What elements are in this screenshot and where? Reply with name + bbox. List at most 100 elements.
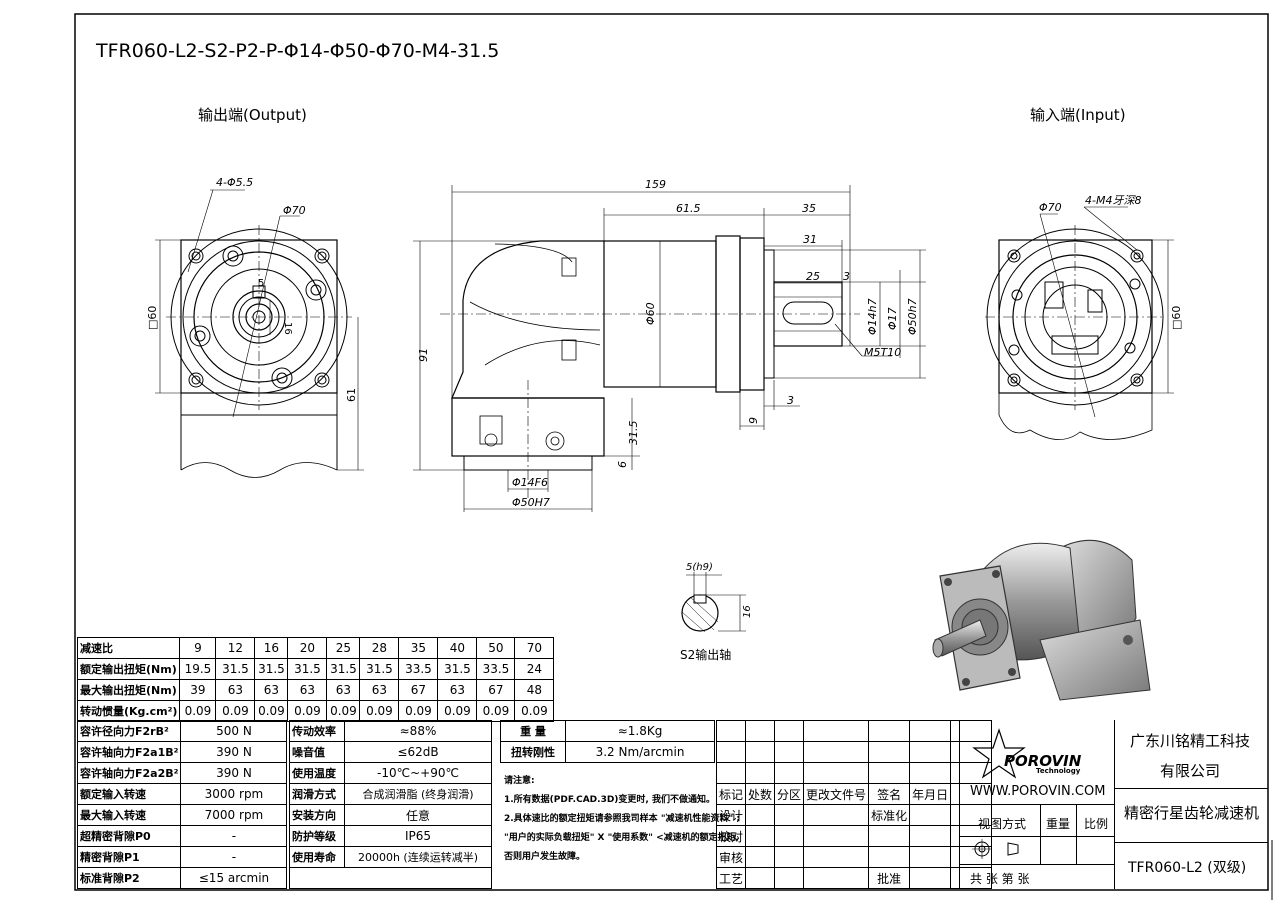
spec-label: 使用温度 <box>289 762 345 784</box>
company-name-line1: 广东川铭精工科技 <box>1130 732 1251 750</box>
table-cell: 20 <box>287 637 328 659</box>
logo-subtext: Technology <box>1036 767 1081 775</box>
dim-35: 35 <box>802 202 816 215</box>
approve-label: 批准 <box>868 867 911 889</box>
spec-label: 防护等级 <box>289 825 345 847</box>
spec-value: 合成润滑脂 (终身润滑) <box>344 783 492 805</box>
note-line: 1.所有数据(PDF.CAD.3D)变更时, 我们不做通知。 <box>504 795 715 805</box>
table-row: 校对 <box>715 825 993 847</box>
input-view-label: 输入端(Input) <box>1030 106 1126 124</box>
table-row: 精密背隙P1- <box>76 846 288 868</box>
spec-value: 任意 <box>344 804 492 826</box>
table-cell: 31.5 <box>287 658 328 680</box>
ratio-table: 减速比 9 12 16 20 25 28 35 40 50 70 额定输出扭矩(… <box>76 637 555 722</box>
dim-m4: 4-M4牙深8 <box>1085 194 1141 207</box>
dim-91: 91 <box>417 348 430 362</box>
table-cell: 减速比 <box>76 637 181 659</box>
revision-row-label: 审核 <box>715 846 747 868</box>
notes-block: 请注意: 1.所有数据(PDF.CAD.3D)变更时, 我们不做通知。 2.具体… <box>504 772 740 867</box>
revision-row-label: 校对 <box>715 825 747 847</box>
table-cell: 31.5 <box>215 658 256 680</box>
table-cell: 63 <box>359 679 400 701</box>
spec-label: 传动效率 <box>289 720 345 742</box>
spec-value: - <box>180 846 288 868</box>
table-row: 标准背隙P2≤15 arcmin <box>76 867 288 889</box>
table-cell: 40 <box>437 637 478 659</box>
spec-label: 容许径向力F2rB² <box>76 720 182 742</box>
spec-label: 精密背隙P1 <box>76 846 182 868</box>
dim-phi70-left: Φ70 <box>283 204 306 217</box>
spec-value: 390 N <box>180 762 288 784</box>
model-name: TFR060-L2 (双级) <box>1128 860 1247 876</box>
note-line: "用户的实际负载扭矩" X "使用系数" <减速机的额定扭矩, <box>504 833 740 843</box>
revision-header-row: 标记 处数 分区 更改文件号 签名 年月日 <box>715 783 993 805</box>
spec-value: ≤62dB <box>344 741 492 763</box>
dim-60sq-right: □60 <box>1170 306 1183 330</box>
table-row: 润滑方式合成润滑脂 (终身润滑) <box>289 783 492 805</box>
product-3d-render <box>932 539 1151 701</box>
dim-phi17: Φ17 <box>886 307 899 330</box>
drawing-title: TFR060-L2-S2-P2-P-Φ14-Φ50-Φ70-M4-31.5 <box>95 40 499 62</box>
spec-label: 超精密背隙P0 <box>76 825 182 847</box>
spec-value: 500 N <box>180 720 288 742</box>
dim-31: 31 <box>803 233 817 246</box>
ratio-header-row: 减速比 9 12 16 20 25 28 35 40 50 70 <box>76 637 555 659</box>
table-cell: 70 <box>514 637 555 659</box>
table-row <box>715 741 993 763</box>
product-name: 精密行星齿轮减速机 <box>1124 804 1260 822</box>
view-method-label: 视图方式 <box>978 817 1027 831</box>
table-cell: 33.5 <box>398 658 439 680</box>
spec-value: 7000 rpm <box>180 804 288 826</box>
side-view <box>413 185 926 512</box>
dim-key-width: 5(h9) <box>686 562 713 573</box>
dim-3b: 3 <box>787 394 794 407</box>
table-cell: 9 <box>179 637 217 659</box>
table-cell: 额定输出扭矩(Nm) <box>76 658 181 680</box>
dim-6: 6 <box>616 461 629 468</box>
table-cell: 19.5 <box>179 658 217 680</box>
dim-60sq-left: □60 <box>146 306 159 330</box>
scale-label: 比例 <box>1084 817 1109 831</box>
revision-row-label: 工艺 <box>715 867 747 889</box>
website-text: WWW.POROVIN.COM <box>970 784 1106 799</box>
spec-value: -10℃~+90℃ <box>344 762 492 784</box>
spec-label: 容许轴向力F2a2B² <box>76 762 182 784</box>
table-cell: 0.09 <box>437 700 478 722</box>
spec-value: 3000 rpm <box>180 783 288 805</box>
revision-table: 标记 处数 分区 更改文件号 签名 年月日 设计标准化 校对 审核 工艺批准 <box>715 720 993 889</box>
spec-label: 标准背隙P2 <box>76 867 182 889</box>
dim-phi60: Φ60 <box>644 302 657 325</box>
table-cell: 转动惯量(Kg.cm²) <box>76 700 181 722</box>
dim-61: 61 <box>345 388 358 402</box>
revision-row-label: 设计 <box>715 804 747 826</box>
table-cell: 0.09 <box>215 700 256 722</box>
table-cell: 0.09 <box>179 700 217 722</box>
logo-text: POROVIN <box>1004 752 1082 770</box>
spec-value: 390 N <box>180 741 288 763</box>
table-cell: 最大输出扭矩(Nm) <box>76 679 181 701</box>
dim-phi50H7: Φ50H7 <box>512 496 550 509</box>
spec-label: 最大输入转速 <box>76 804 182 826</box>
table-cell: 67 <box>398 679 439 701</box>
table-cell: 0.09 <box>287 700 328 722</box>
table-cell: 33.5 <box>476 658 516 680</box>
dim-25: 25 <box>806 270 820 283</box>
title-block: WWW.POROVIN.COM 视图方式 重量 比例 共 张 第 张 广东川铭精… <box>959 720 1268 889</box>
spec-value: ≤15 arcmin <box>180 867 288 889</box>
spec-value: ≈88% <box>344 720 492 742</box>
table-row: 超精密背隙P0- <box>76 825 288 847</box>
spec-value: 3.2 Nm/arcmin <box>565 741 715 763</box>
table-cell: 0.09 <box>514 700 555 722</box>
table-cell: 39 <box>179 679 217 701</box>
shaft-section <box>681 572 746 633</box>
spec-empty <box>289 867 492 889</box>
spec-label: 润滑方式 <box>289 783 345 805</box>
table-cell: 31.5 <box>359 658 400 680</box>
spec-label: 安装方向 <box>289 804 345 826</box>
spec-label: 噪音值 <box>289 741 345 763</box>
spec-label: 使用寿命 <box>289 846 345 868</box>
